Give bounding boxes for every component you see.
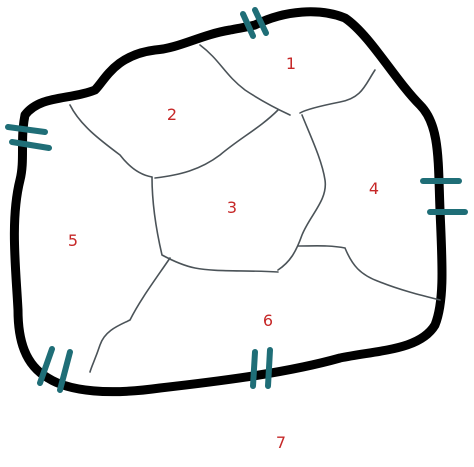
door-marker-right-icon	[420, 178, 468, 215]
door-tick-icon	[240, 11, 256, 39]
region-3-label: 3	[227, 198, 237, 217]
wall-1-2	[199, 44, 291, 116]
wall-1-4	[299, 69, 376, 114]
door-marker-top-icon	[240, 7, 269, 39]
openings	[5, 7, 468, 393]
region-6-label: 6	[263, 311, 273, 330]
door-tick-icon	[5, 124, 48, 135]
region-4-label: 4	[369, 179, 379, 198]
wall-4-6	[297, 245, 441, 301]
region-1-label: 1	[286, 54, 296, 73]
door-tick-icon	[250, 349, 258, 389]
wall-5-6	[89, 257, 171, 373]
wall-2-3	[154, 109, 279, 179]
region-7-label: 7	[276, 433, 286, 452]
outer-boundary-wall	[9, 7, 447, 397]
region-labels: 1 2 3 4 5 6 7	[68, 54, 379, 452]
wall-2-5	[69, 104, 153, 178]
interior-walls	[69, 44, 441, 373]
region-2-label: 2	[167, 105, 177, 124]
door-tick-icon	[252, 7, 269, 36]
wall-3-5	[151, 176, 279, 273]
region-5-label: 5	[68, 231, 78, 250]
door-tick-icon	[37, 346, 55, 386]
door-marker-bottom-mid-icon	[250, 347, 273, 389]
door-marker-left-upper-icon	[5, 124, 52, 151]
door-tick-icon	[9, 139, 52, 151]
door-tick-icon	[57, 349, 73, 393]
door-marker-bottom-left-icon	[37, 346, 73, 393]
door-tick-icon	[265, 347, 273, 389]
wall-3-4	[277, 114, 327, 271]
